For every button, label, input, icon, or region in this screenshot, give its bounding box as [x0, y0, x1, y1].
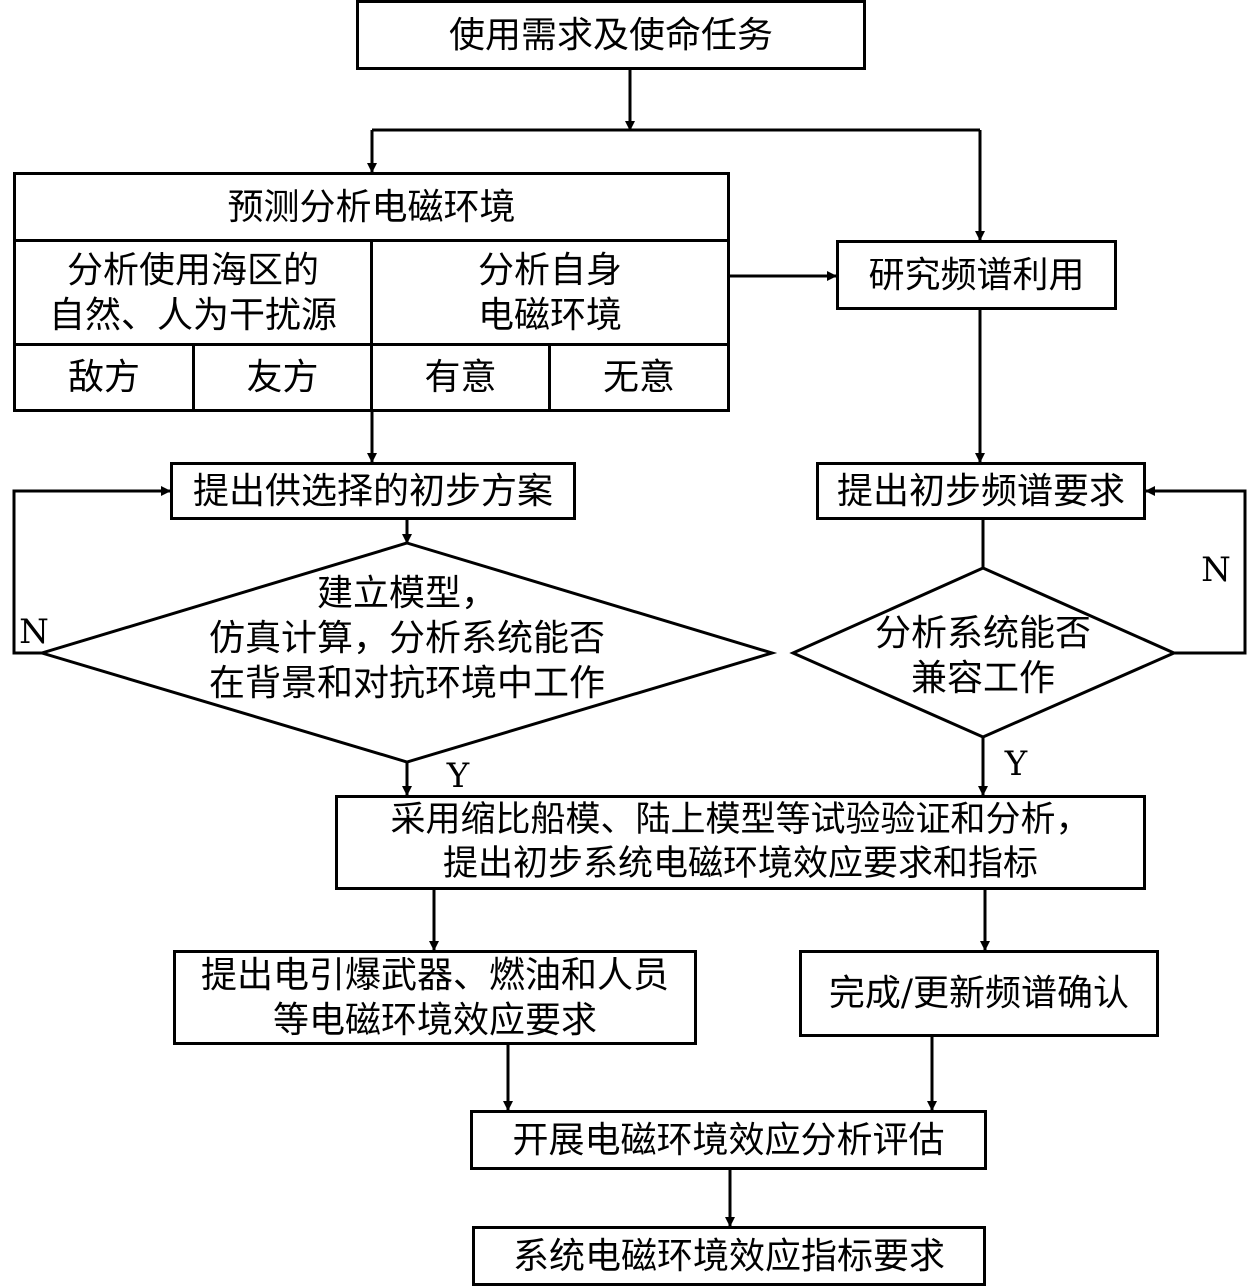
label-no-left: N	[19, 611, 49, 652]
node-predict-table: 预测分析电磁环境 分析使用海区的 自然、人为干扰源 分析自身 电磁环境 敌方 友…	[13, 172, 730, 412]
test-line2: 提出初步系统电磁环境效应要求和指标	[442, 843, 1038, 884]
predict-title: 预测分析电磁环境	[16, 175, 727, 242]
node-evaluate: 开展电磁环境效应分析评估	[470, 1110, 987, 1170]
analyze-self-line2: 电磁环境	[477, 294, 622, 336]
node-test-verification: 采用缩比船模、陆上模型等试验验证和分析， 提出初步系统电磁环境效应要求和指标	[335, 795, 1146, 890]
label-no-right: N	[1201, 549, 1231, 590]
decision-compat-text: 分析系统能否 兼容工作	[843, 608, 1123, 704]
analyze-sea-line1: 分析使用海区的	[66, 249, 319, 291]
cell-friend: 友方	[195, 346, 373, 409]
analyze-sea-cell: 分析使用海区的 自然、人为干扰源	[16, 242, 373, 346]
label-yes-right: Y	[1004, 743, 1028, 784]
edge-compat-no-loop	[1145, 486, 1247, 655]
test-line1: 采用缩比船模、陆上模型等试验验证和分析，	[390, 799, 1091, 840]
node-start: 使用需求及使命任务	[356, 0, 866, 70]
ordnance-line2: 等电磁环境效应要求	[272, 999, 597, 1041]
model-line3: 在背景和对抗环境中工作	[208, 662, 605, 704]
decision-model-text: 建立模型， 仿真计算，分析系统能否 在背景和对抗环境中工作	[150, 565, 664, 711]
compat-line2: 兼容工作	[910, 658, 1055, 699]
cell-enemy: 敌方	[16, 346, 195, 409]
node-spectrum-study: 研究频谱利用	[836, 240, 1117, 310]
node-propose-options: 提出供选择的初步方案	[170, 462, 576, 520]
cell-unintentional: 无意	[602, 357, 675, 398]
node-final: 系统电磁环境效应指标要求	[472, 1226, 986, 1286]
label-yes-left: Y	[446, 755, 470, 796]
model-line2: 仿真计算，分析系统能否	[208, 617, 605, 659]
ordnance-line1: 提出电引爆武器、燃油和人员	[200, 954, 669, 996]
analyze-sea-line2: 自然、人为干扰源	[48, 294, 337, 336]
analyze-self-cell: 分析自身 电磁环境	[373, 242, 727, 346]
model-line1: 建立模型，	[316, 572, 497, 614]
node-propose-spectrum: 提出初步频谱要求	[816, 462, 1146, 520]
node-ordnance-requirements: 提出电引爆武器、燃油和人员 等电磁环境效应要求	[173, 950, 697, 1045]
cell-intentional: 有意	[373, 346, 551, 409]
node-spectrum-confirm: 完成/更新频谱确认	[799, 950, 1159, 1037]
compat-line1: 分析系统能否	[874, 613, 1091, 654]
edge-model-no-loop	[12, 486, 171, 655]
analyze-self-line1: 分析自身	[477, 249, 622, 291]
